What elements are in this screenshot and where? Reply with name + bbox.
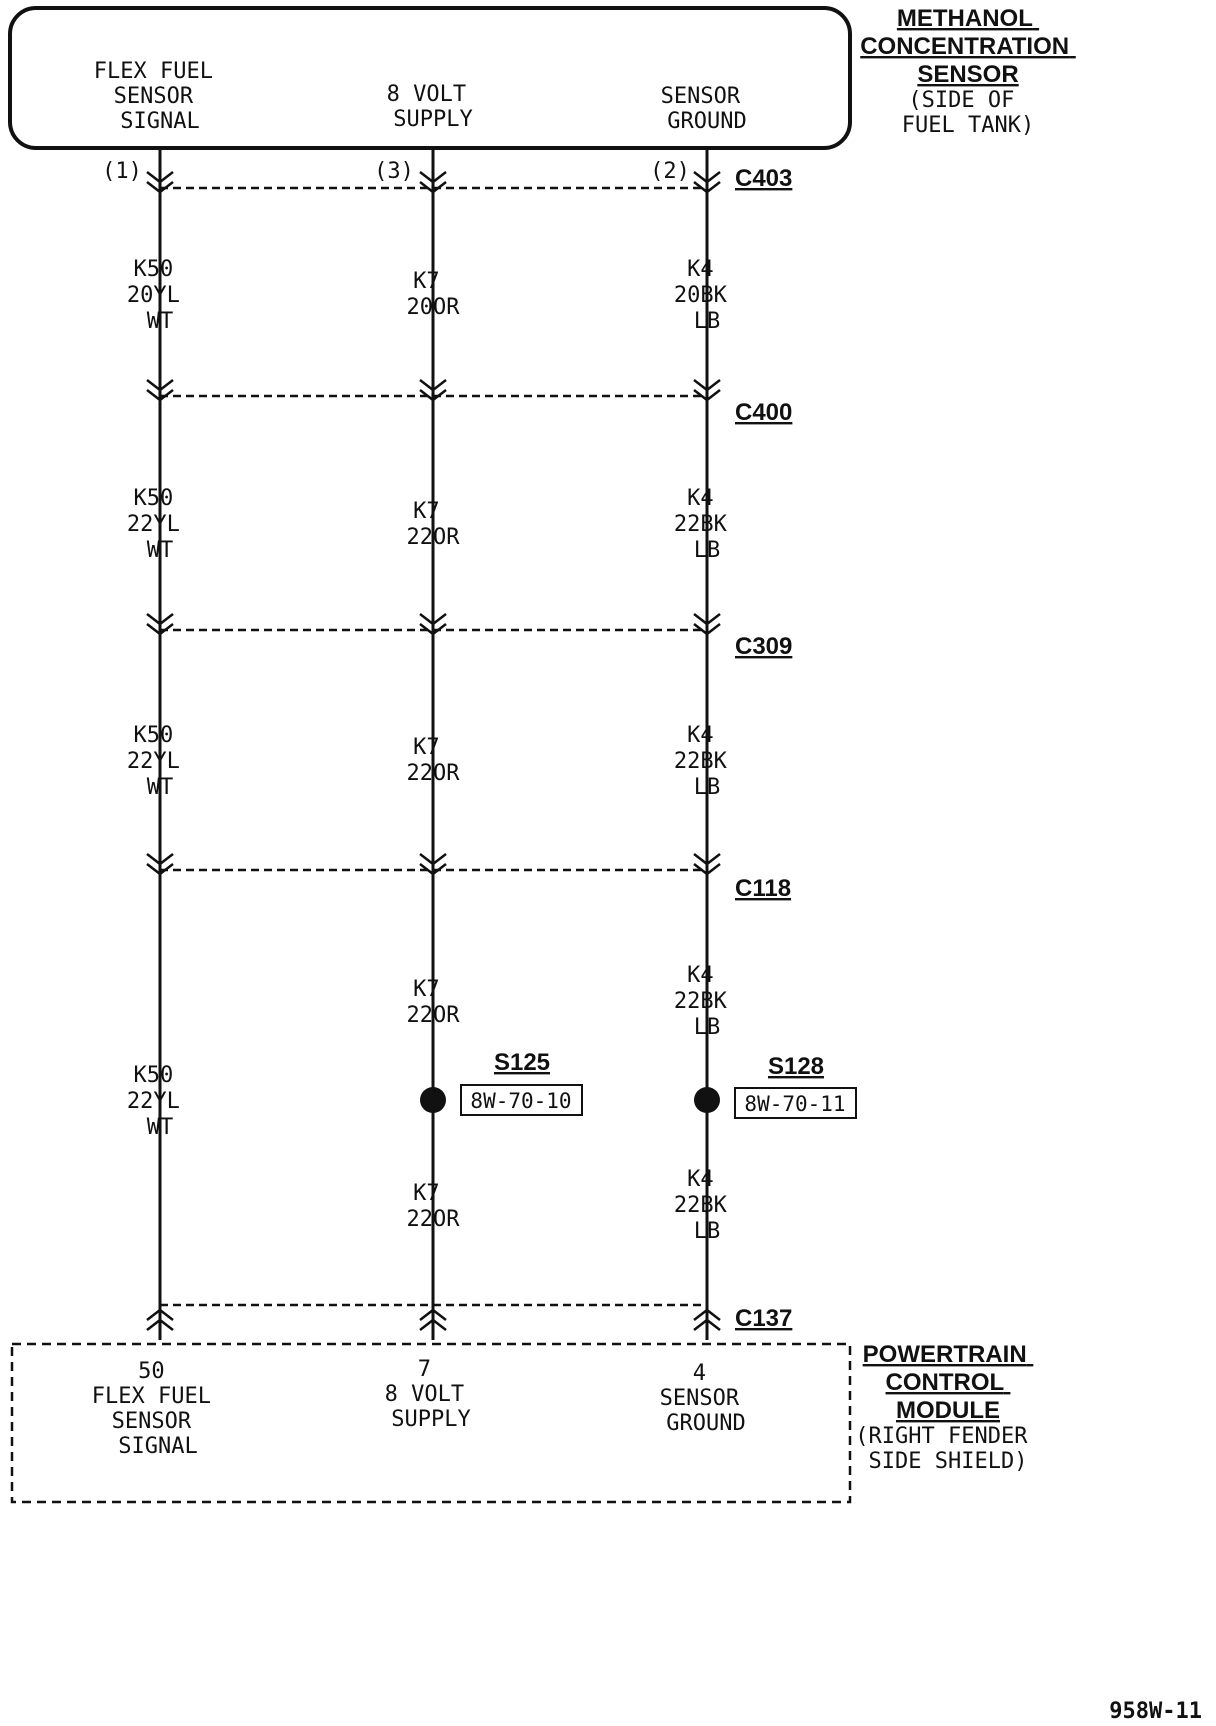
wire-label: K50 22YL WT [127, 1063, 193, 1140]
sensor-pin2-label: SENSOR GROUND [661, 84, 754, 134]
wire-label: K50 22YL WT [127, 723, 193, 800]
sensor-box [8, 6, 852, 150]
wire-label: K50 20YL WT [127, 257, 193, 334]
wire-label: K4 22BK LB [674, 1167, 740, 1244]
sensor-location: (SIDE OF FUEL TANK) [902, 88, 1034, 138]
wire-label: K4 22BK LB [674, 723, 740, 800]
connector-c309-terminals [146, 613, 721, 636]
wire-label: K7 22OR [407, 1181, 461, 1232]
splice-s128-ref-box [734, 1087, 857, 1119]
sensor-title: METHANOL CONCENTRATION SENSOR [860, 5, 1076, 88]
wire-label: K4 22BK LB [674, 486, 740, 563]
sensor-pin3-number: (3) [374, 159, 414, 184]
connector-c118-terminals [146, 853, 721, 876]
figure-id: 958W-11 [1109, 1699, 1202, 1724]
connector-c400-terminals [146, 379, 721, 402]
module-location: (RIGHT FENDER SIDE SHIELD) [855, 1424, 1040, 1474]
wire-label: K7 22OR [407, 499, 461, 550]
splice-s125-ref: 8W-70-10 [470, 1089, 571, 1113]
wire-label: K4 20BK LB [674, 257, 740, 334]
splice-s125-label: S125 [494, 1049, 550, 1076]
module-title: POWERTRAIN CONTROL MODULE [863, 1341, 1034, 1424]
sensor-pin3-label: 8 VOLT SUPPLY [387, 82, 480, 132]
wire-label: K4 22BK LB [674, 963, 740, 1040]
wire-label: K7 20OR [407, 269, 461, 320]
sensor-pin1-label: FLEX FUEL SENSOR SIGNAL [94, 59, 226, 134]
wire-label: K50 22YL WT [127, 486, 193, 563]
module-box [10, 1342, 852, 1504]
wire-k4-labels: K4 20BK LB K4 22BK LB K4 22BK LB K4 22BK… [674, 257, 740, 1244]
wire-k50-labels: K50 20YL WT K50 22YL WT K50 22YL WT K50 … [127, 257, 193, 1140]
splice-s125-dot [420, 1087, 446, 1113]
module-pin4-label: 4 SENSOR GROUND [660, 1361, 753, 1436]
module-pin50-label: 50 FLEX FUEL SENSOR SIGNAL [92, 1359, 224, 1459]
splice-s128-label: S128 [768, 1053, 824, 1080]
connector-c137-terminals [146, 1308, 721, 1331]
connector-c403-label: C403 [735, 165, 792, 192]
sensor-pin2-number: (2) [650, 159, 690, 184]
splice-s125-ref-box [460, 1084, 583, 1116]
connector-c309-label: C309 [735, 633, 792, 660]
wire-label: K7 22OR [407, 735, 461, 786]
module-pin7-label: 7 8 VOLT SUPPLY [385, 1357, 478, 1432]
wire-label: K7 22OR [407, 977, 461, 1028]
splice-s128-ref: 8W-70-11 [744, 1092, 845, 1116]
sensor-pin1-number: (1) [102, 159, 142, 184]
connector-c137-label: C137 [735, 1305, 792, 1332]
connector-c403-terminals [146, 171, 721, 194]
connector-c118-label: C118 [735, 875, 791, 902]
wire-k7-labels: K7 20OR K7 22OR K7 22OR K7 22OR K7 22OR [407, 269, 461, 1232]
splice-s128-dot [694, 1087, 720, 1113]
connector-c400-label: C400 [735, 399, 792, 426]
